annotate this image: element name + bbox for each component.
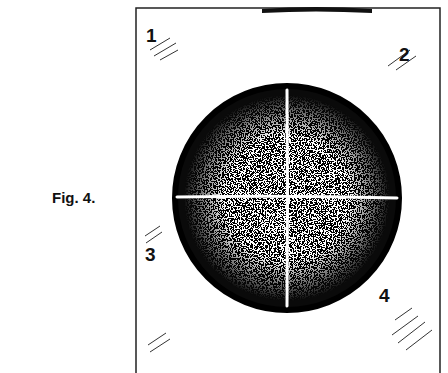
figure-caption: Fig. 4. [52, 190, 95, 205]
frame-edge-mark [262, 7, 372, 13]
callout-number: 2 [399, 45, 410, 64]
slide-frame [136, 8, 440, 373]
callout-number: 3 [145, 245, 156, 264]
disc-rim [175, 86, 399, 310]
speckled-tissue [175, 86, 399, 310]
callout-number: 4 [379, 286, 390, 305]
dark-disc [175, 86, 399, 310]
dividing-cross [177, 90, 397, 306]
callout-number: 1 [146, 26, 157, 45]
glass-hatching [145, 38, 432, 352]
